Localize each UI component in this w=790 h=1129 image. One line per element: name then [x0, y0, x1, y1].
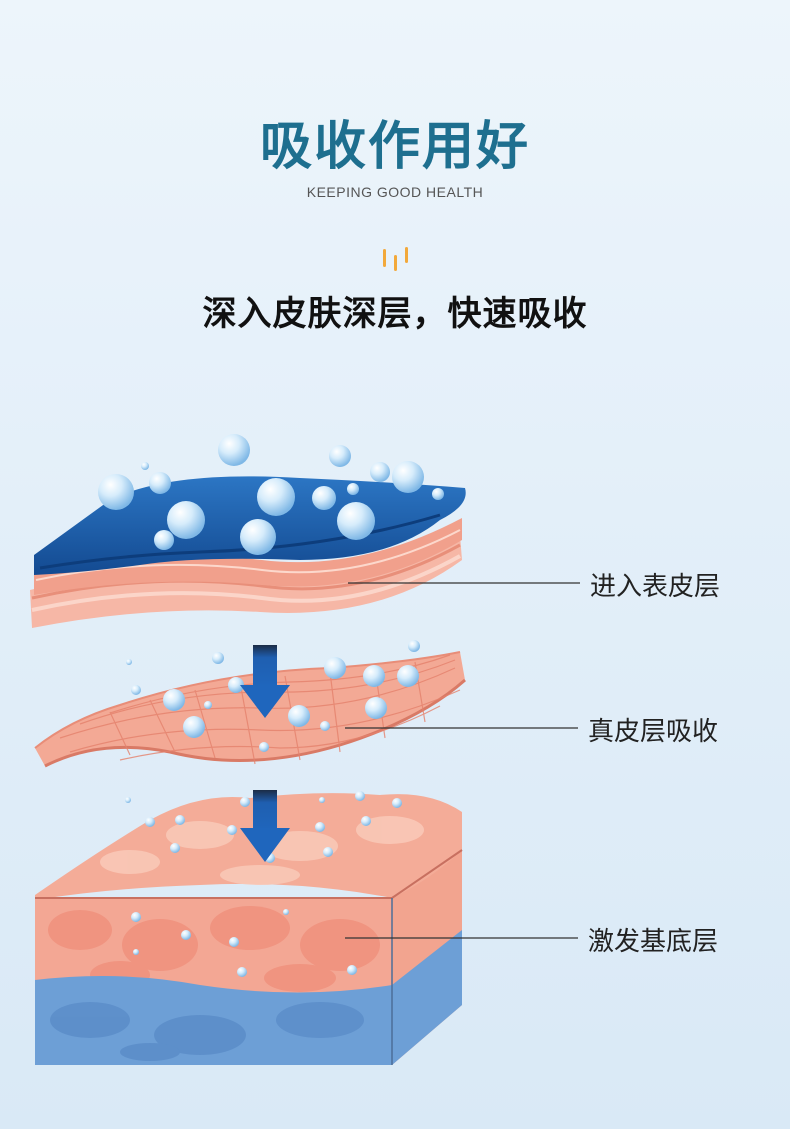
- bubbles-epidermis: [98, 434, 444, 555]
- arrow-down-icon-1: [240, 645, 290, 718]
- bubbles-base: [125, 791, 402, 977]
- base-layer: [35, 793, 463, 1065]
- page-subtitle: KEEPING GOOD HEALTH: [306, 184, 484, 200]
- label-base: 激发基底层: [588, 927, 719, 957]
- headline: 深入皮肤深层，快速吸收: [202, 294, 588, 334]
- page-title: 吸收作用好: [259, 117, 530, 177]
- decor-bars-icon: [383, 247, 408, 271]
- label-epidermis: 进入表皮层: [590, 572, 721, 602]
- label-dermis: 真皮层吸收: [588, 717, 719, 747]
- epidermis-layer: [30, 476, 466, 628]
- bubbles-dermis: [126, 640, 420, 752]
- arrow-down-icon-2: [240, 790, 290, 862]
